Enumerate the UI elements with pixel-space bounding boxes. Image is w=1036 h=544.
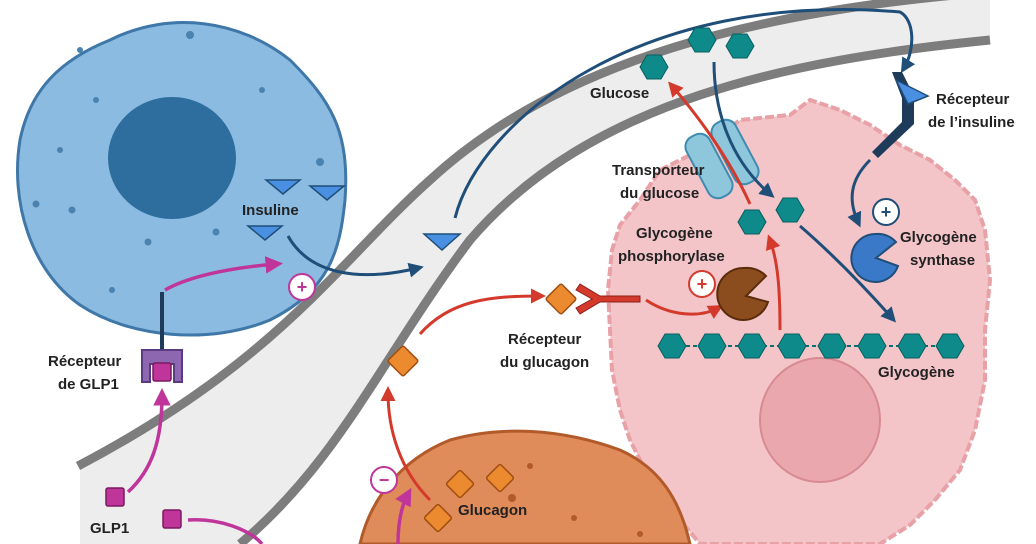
glucagon-molecule <box>445 469 475 499</box>
vessel-wall-inner <box>237 35 991 544</box>
insulin-molecule <box>245 225 285 241</box>
label-insuline: Insuline <box>242 202 299 219</box>
glycogen-phosphorylase <box>716 266 770 321</box>
liver-cell-nucleus <box>759 357 881 483</box>
label-glucagon: Glucagon <box>458 502 527 519</box>
minus-sign-glucagon-text: − <box>379 470 390 490</box>
arrow-glucose-release <box>668 81 752 205</box>
glycogen-synthase <box>850 232 900 283</box>
glucose-molecule <box>639 54 669 80</box>
label-recepteur-insuline-1: Récepteur <box>936 91 1010 108</box>
arrow-glucagon-secretion <box>380 386 432 502</box>
glucagon-bound <box>545 283 577 315</box>
plus-sign-synthase-text: + <box>881 202 892 222</box>
insulin-molecules-cell <box>245 179 347 241</box>
arrow-glucagon-to-receptor <box>418 288 546 335</box>
beta-cell-granules <box>32 31 324 293</box>
minus-sign-glucagon <box>370 466 398 494</box>
arrow-receptor-to-synthase <box>847 158 872 228</box>
label-recepteur-glucagon-2: du glucagon <box>500 354 589 371</box>
vessel-wall-outer <box>75 0 951 470</box>
glucose-unit <box>777 333 807 359</box>
plus-sign-glp1-text: + <box>297 277 308 297</box>
beta-cell-nucleus <box>108 97 236 219</box>
arrow-insulin-secretion <box>286 235 424 278</box>
label-recepteur-insuline-2: de l’insuline <box>928 114 1015 131</box>
plus-sign-phosphorylase <box>688 270 716 298</box>
glp1-molecule <box>105 487 125 507</box>
insulin-molecule <box>307 185 347 201</box>
glucose-unit <box>737 333 767 359</box>
insulin-molecule-vessel <box>422 233 462 252</box>
label-transporteur-1: Transporteur <box>612 162 705 179</box>
insulin-bound <box>894 78 930 105</box>
glucose-unit <box>857 333 887 359</box>
glucose-molecule <box>775 197 805 223</box>
glp1-bound <box>152 362 172 382</box>
label-glycogene-phosphorylase-2: phosphorylase <box>618 248 725 265</box>
arrow-glycogen-to-glucose <box>766 234 782 331</box>
glucose-unit <box>897 333 927 359</box>
glucagon-molecule <box>485 463 515 493</box>
glucagon-receptor <box>545 283 641 315</box>
label-glycogene-synthase-1: Glycogène <box>900 229 977 246</box>
glucose-molecule <box>737 209 767 235</box>
label-recepteur-glp1-1: Récepteur <box>48 353 122 370</box>
label-recepteur-glucagon-1: Récepteur <box>508 331 582 348</box>
glucagon-molecule <box>423 503 453 533</box>
arrow-insulin-to-receptor <box>453 8 916 219</box>
glycogen-chain <box>657 333 965 359</box>
plus-sign-synthase <box>872 198 900 226</box>
glucose-molecule <box>725 33 755 59</box>
glucose-molecule <box>687 27 717 53</box>
glucose-molecules <box>639 27 805 235</box>
label-transporteur-2: du glucose <box>620 185 699 202</box>
glucose-unit <box>935 333 965 359</box>
glucose-unit <box>817 333 847 359</box>
label-glucose: Glucose <box>590 85 649 102</box>
glucose-unit <box>657 333 687 359</box>
label-glycogene: Glycogène <box>878 364 955 381</box>
label-recepteur-glp1-2: de GLP1 <box>58 376 119 393</box>
label-glp1: GLP1 <box>90 520 129 537</box>
beta-cell <box>16 21 348 337</box>
glp1-receptor <box>141 292 183 383</box>
arrow-glucose-to-glycogen <box>799 224 896 323</box>
label-glycogene-phosphorylase-1: Glycogène <box>636 225 713 242</box>
plus-sign-phosphorylase-text: + <box>697 274 708 294</box>
arrow-glp1-to-receptor <box>126 388 171 494</box>
glucose-unit <box>697 333 727 359</box>
insulin-receptor <box>872 72 930 158</box>
arrow-receptor-to-phosphorylase <box>645 298 724 319</box>
glucagon-molecules-cell <box>423 463 515 533</box>
arrow-receptor-to-insulin <box>164 256 283 292</box>
arrow-glp1-in <box>187 518 264 544</box>
label-glycogene-synthase-2: synthase <box>910 252 975 269</box>
arrow-glucose-entry <box>712 61 775 198</box>
arrow-glp1-inhibit-glucagon <box>395 487 412 544</box>
blood-vessel <box>75 0 991 544</box>
glucagon-molecule-vessel <box>387 345 419 377</box>
plus-sign-glp1 <box>288 273 316 301</box>
insulin-molecule <box>263 179 303 195</box>
glp1-molecule <box>162 509 182 529</box>
